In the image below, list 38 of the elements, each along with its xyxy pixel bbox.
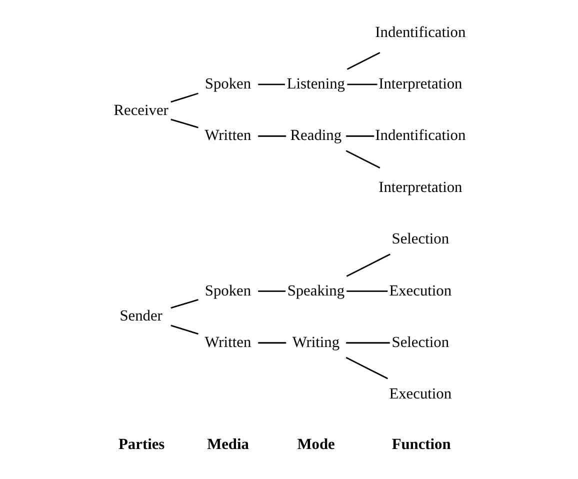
connector bbox=[346, 254, 390, 277]
connector bbox=[258, 135, 286, 137]
node-text: Reading bbox=[290, 127, 342, 144]
node-text: Speaking bbox=[287, 282, 345, 300]
node-text: Indentification bbox=[375, 127, 466, 144]
connector bbox=[346, 356, 388, 380]
connector bbox=[346, 290, 388, 292]
node-text: Selection bbox=[392, 334, 450, 351]
node-text: Execution bbox=[389, 282, 452, 300]
connector bbox=[346, 150, 380, 169]
node-text: Written bbox=[204, 334, 252, 351]
connector bbox=[346, 342, 390, 344]
connector bbox=[170, 92, 198, 103]
connector bbox=[258, 84, 285, 86]
node-text: Indentification bbox=[375, 24, 466, 41]
node-text: Spoken bbox=[204, 282, 252, 300]
node-text: Interpretation bbox=[378, 178, 462, 196]
node-text: Writing bbox=[292, 334, 340, 351]
connector bbox=[170, 118, 198, 128]
node-text: Interpretation bbox=[378, 76, 462, 93]
connector bbox=[170, 299, 198, 309]
connector bbox=[170, 324, 198, 335]
label: Parties bbox=[118, 436, 165, 454]
node-text: Receiver bbox=[114, 102, 168, 119]
connector bbox=[346, 135, 374, 137]
label: Mode bbox=[297, 436, 335, 454]
node-text: Selection bbox=[392, 230, 450, 248]
node-text: Written bbox=[204, 127, 252, 144]
connector bbox=[258, 290, 286, 292]
node-text: Execution bbox=[389, 386, 452, 403]
label: Media bbox=[207, 436, 249, 454]
node-text: Spoken bbox=[204, 76, 252, 93]
connector bbox=[347, 84, 378, 86]
connector bbox=[258, 342, 286, 344]
label: Function bbox=[392, 436, 451, 454]
connector bbox=[346, 52, 380, 70]
node-text: Sender bbox=[120, 308, 162, 325]
node-text: Listening bbox=[286, 76, 345, 93]
